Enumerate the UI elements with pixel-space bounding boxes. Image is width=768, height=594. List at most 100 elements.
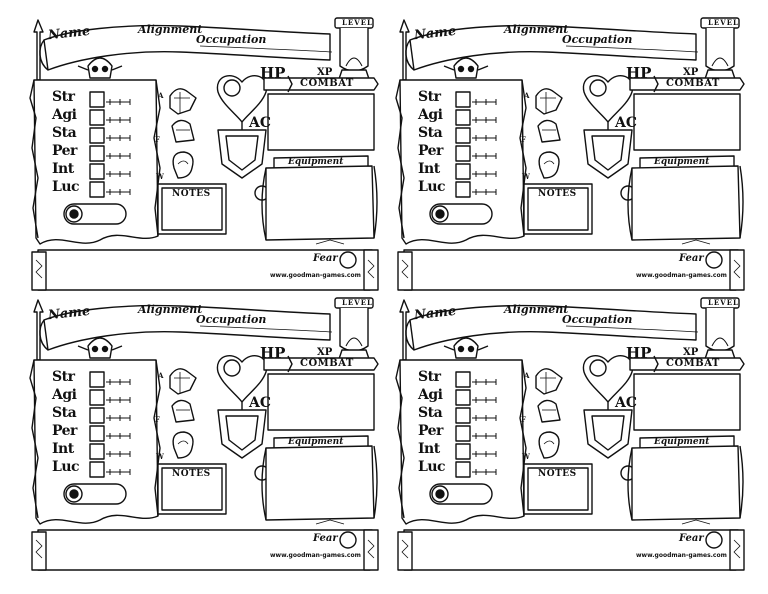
- ability-luc-label: Luc: [418, 179, 446, 195]
- ability-per-label: Per: [52, 143, 77, 159]
- ability-int-label: Int: [418, 161, 440, 177]
- equipment-box: [631, 165, 741, 241]
- fumble-icon: [171, 399, 195, 423]
- ac-label: AC: [615, 395, 638, 411]
- ability-int-label: Int: [418, 441, 440, 457]
- shield-icon: [583, 409, 633, 459]
- name-banner: [43, 24, 331, 71]
- slot-a-label: A: [158, 91, 164, 100]
- alignment-label: Alignment: [504, 23, 569, 36]
- skull-icon: [87, 337, 113, 359]
- ability-agi-label: Agi: [418, 107, 443, 123]
- xp-label: XP: [683, 347, 699, 358]
- combat-box: [267, 373, 375, 431]
- ability-str-label: Str: [52, 89, 75, 105]
- equipment-label: Equipment: [288, 157, 344, 167]
- ability-int-label: Int: [52, 161, 74, 177]
- spear-icon: [33, 19, 44, 81]
- combat-banner: [263, 77, 379, 91]
- slot-a-label: A: [524, 91, 530, 100]
- fear-circle: [339, 531, 357, 549]
- character-sheet-4: Name Alignment Occupation LEVEL HP XP CO…: [395, 297, 746, 576]
- head-icon: [538, 151, 560, 179]
- hp-label: HP: [260, 64, 286, 82]
- ability-sta-label: Sta: [52, 405, 77, 421]
- head-icon: [172, 431, 194, 459]
- website-label: www.goodman-games.com: [636, 272, 727, 279]
- fear-circle: [705, 251, 723, 269]
- notes-box: [157, 183, 227, 235]
- equipment-label: Equipment: [654, 437, 710, 447]
- ability-parchment: [399, 359, 525, 525]
- notes-label: NOTES: [538, 189, 577, 199]
- level-box: [705, 28, 735, 72]
- fumble-icon: [171, 119, 195, 143]
- fumble-icon: [537, 399, 561, 423]
- armor-icon: [169, 368, 197, 395]
- hp-label: HP: [626, 344, 652, 362]
- ability-int-label: Int: [52, 441, 74, 457]
- combat-label: COMBAT: [666, 78, 720, 89]
- level-label: LEVEL: [708, 18, 739, 27]
- armor-icon: [535, 368, 563, 395]
- armor-icon: [535, 88, 563, 115]
- hp-label: HP: [626, 64, 652, 82]
- ability-modifier-lines: [106, 99, 131, 195]
- combat-label: COMBAT: [300, 358, 354, 369]
- equipment-box: [265, 165, 375, 241]
- ability-str-label: Str: [418, 369, 441, 385]
- ability-sta-label: Sta: [418, 405, 443, 421]
- skull-icon: [453, 337, 479, 359]
- equipment-label: Equipment: [288, 437, 344, 447]
- slot-f-label: F: [521, 415, 526, 424]
- ability-per-label: Per: [52, 423, 77, 439]
- website-label: www.goodman-games.com: [636, 552, 727, 559]
- ability-modifier-lines: [472, 379, 497, 475]
- ability-luc-label: Luc: [418, 459, 446, 475]
- xp-label: XP: [317, 67, 333, 78]
- sheet-artwork: [29, 17, 379, 291]
- spear-icon: [399, 299, 410, 361]
- spear-icon: [33, 299, 44, 361]
- occupation-label: Occupation: [196, 313, 267, 326]
- alignment-label: Alignment: [504, 303, 569, 316]
- ability-luc-label: Luc: [52, 459, 80, 475]
- slot-f-label: F: [155, 415, 160, 424]
- fear-label: Fear: [313, 253, 338, 264]
- slot-a-label: A: [158, 371, 164, 380]
- fear-label: Fear: [679, 533, 704, 544]
- name-banner: [409, 304, 697, 351]
- ability-score-boxes: [455, 371, 471, 478]
- combat-banner: [629, 357, 745, 371]
- combat-box: [633, 373, 741, 431]
- level-box: [705, 308, 735, 352]
- skull-icon: [87, 57, 113, 79]
- fear-circle: [705, 531, 723, 549]
- sheet-artwork: [395, 297, 745, 571]
- character-sheet-2: Name Alignment Occupation LEVEL HP XP CO…: [395, 17, 746, 296]
- slot-w-label: W: [522, 172, 530, 181]
- shield-icon: [217, 129, 267, 179]
- name-banner: [43, 304, 331, 351]
- notes-label: NOTES: [172, 469, 211, 479]
- fear-label: Fear: [313, 533, 338, 544]
- slot-w-label: W: [156, 172, 164, 181]
- notes-label: NOTES: [172, 189, 211, 199]
- level-box: [339, 28, 369, 72]
- name-banner: [409, 24, 697, 71]
- alignment-label: Alignment: [138, 23, 203, 36]
- ac-label: AC: [249, 115, 272, 131]
- notes-box: [157, 463, 227, 515]
- level-label: LEVEL: [342, 18, 373, 27]
- ability-score-boxes: [89, 371, 105, 478]
- sheet-artwork: [395, 17, 745, 291]
- spear-icon: [399, 19, 410, 81]
- slot-f-label: F: [155, 135, 160, 144]
- level-label: LEVEL: [708, 298, 739, 307]
- ability-parchment: [399, 79, 525, 245]
- website-label: www.goodman-games.com: [270, 272, 361, 279]
- ability-modifier-lines: [472, 99, 497, 195]
- ac-label: AC: [615, 115, 638, 131]
- hp-label: HP: [260, 344, 286, 362]
- ability-parchment: [33, 359, 159, 525]
